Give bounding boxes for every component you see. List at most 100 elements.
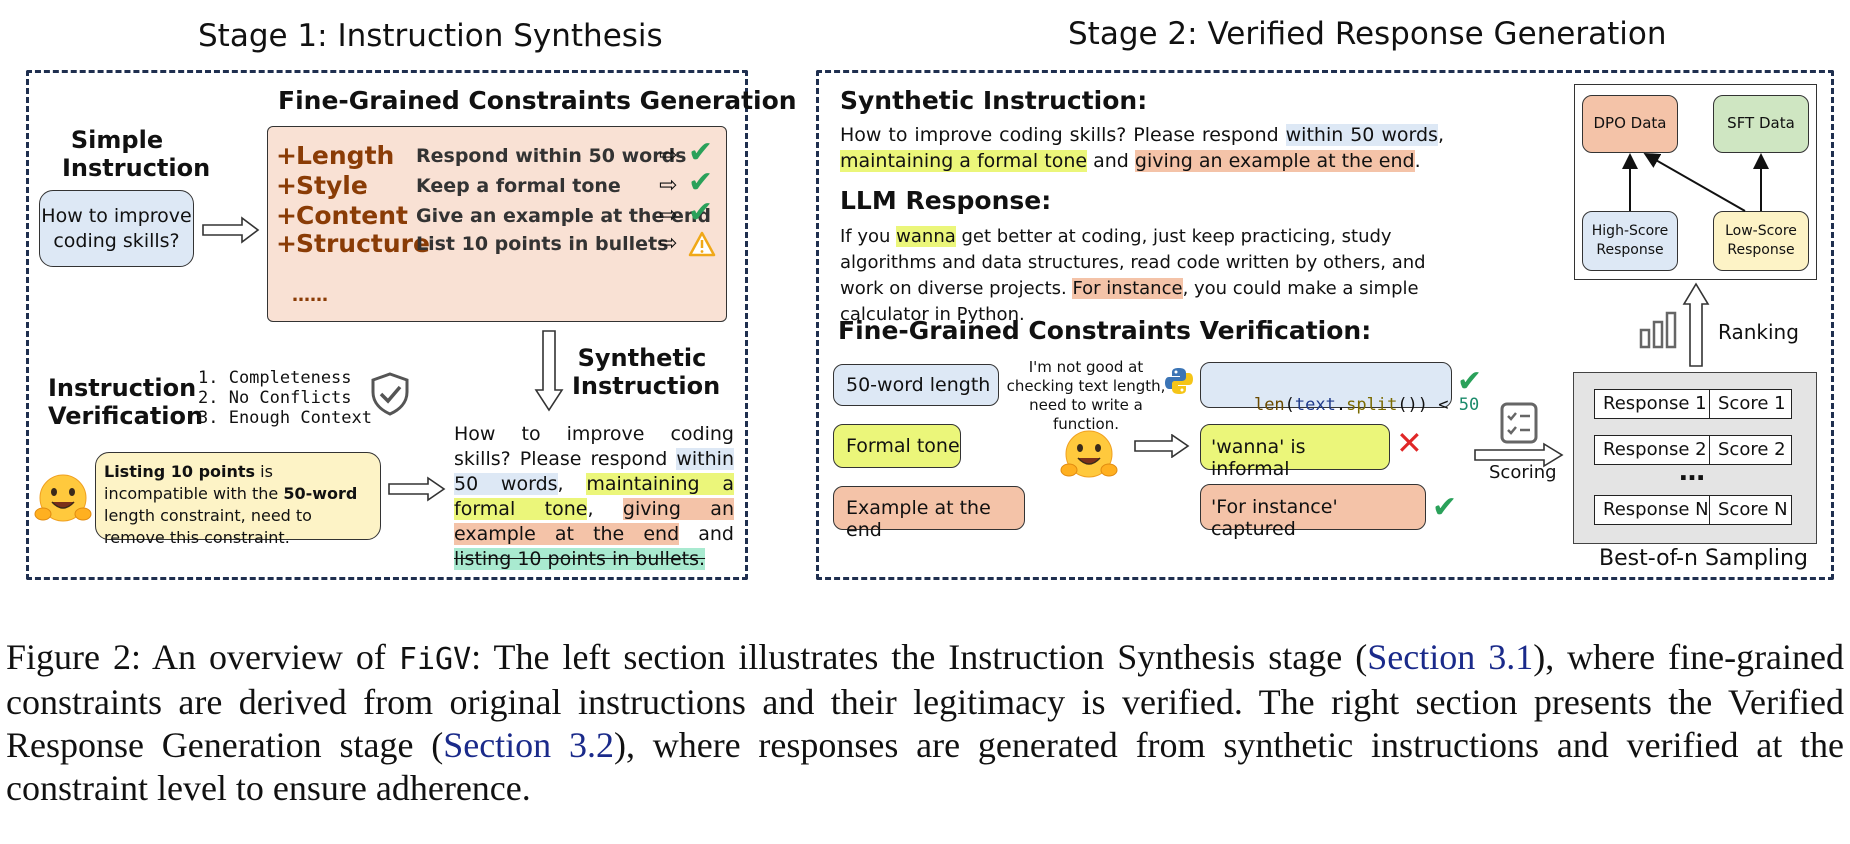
resp-text-1: If you [840, 226, 897, 247]
verification-bubble: Listing 10 points is incompatible with t… [95, 452, 381, 547]
code-fn: len [1253, 395, 1285, 415]
verification-heading: Fine-Grained Constraints Verification: [838, 316, 1372, 345]
constraint-length-label: 50-word length [846, 374, 991, 396]
instruction-verification-label: Instruction Verification [48, 374, 204, 430]
plus-sign: + [276, 171, 297, 200]
cross-icon: ✕ [1396, 424, 1423, 462]
synth-text-2: , [557, 473, 587, 495]
check-icon: ✔ [1457, 364, 1483, 399]
synthetic-instruction-label: Synthetic Instruction [572, 344, 721, 400]
llm-response-heading: LLM Response: [840, 186, 1052, 215]
constraint-desc: Give an example at the end [416, 205, 711, 227]
constraint-desc: Respond within 50 words [416, 145, 687, 167]
high-score-box: High-Score Response [1582, 211, 1678, 271]
right-arrow-icon [1134, 434, 1190, 458]
code-var: text [1294, 395, 1336, 415]
synthetic-instruction-text: How to improve coding skills? Please res… [454, 422, 734, 572]
high-score-label: High-Score Response [1591, 223, 1669, 258]
instr-content: giving an example at the end [1134, 150, 1415, 172]
simple-instruction-box: How to improve coding skills? [39, 190, 194, 267]
result-example-label: 'For instance' captured [1211, 496, 1338, 540]
check-icon: ✔ [688, 195, 714, 230]
bubble-text-2: length constraint, need to remove this c… [104, 506, 312, 547]
data-panel: DPO Data SFT Data High-Score Response Lo… [1574, 84, 1817, 280]
instr-text-1: How to improve coding skills? Please res… [840, 124, 1286, 146]
stage1-panel [26, 70, 748, 580]
synth-text-3: , [587, 498, 623, 520]
synth-structure-removed: listing 10 points in bullets. [454, 548, 706, 570]
code-num: 50 [1458, 395, 1480, 415]
right-arrow-icon [202, 216, 260, 244]
plus-sign: + [276, 201, 297, 230]
llm-thought: I'm not good at checking text length, ne… [1006, 358, 1166, 433]
python-logo-icon [1165, 368, 1193, 394]
plus-sign: + [276, 229, 297, 258]
verification-checklist: 1. Completeness 2. No Conflicts 3. Enoug… [198, 368, 372, 428]
code-check-box: len(text.split()) < 50 [1200, 362, 1479, 415]
low-score-label: Low-Score Response [1725, 223, 1797, 258]
right-arrow-icon [388, 476, 446, 502]
instr-text-3: and [1087, 150, 1135, 172]
ranking-label: Ranking [1718, 320, 1799, 344]
synthetic-instruction-heading: Synthetic Instruction: [840, 86, 1148, 115]
constraint-row-content: +Content Give an example at the end⇨ ✔ [276, 195, 766, 235]
synth-text-4: and [679, 523, 734, 545]
more-constraints: …… [292, 285, 328, 306]
up-arrow-icon [1682, 282, 1710, 367]
response-name-1: Response 1 [1594, 389, 1711, 419]
resp-text-3: , you could make a simple calculator in … [840, 278, 1419, 325]
dpo-data-label: DPO Data [1593, 114, 1667, 132]
response-row-2: Response 2 Score 2 [1594, 435, 1792, 467]
bubble-text-1: is incompatible with the [104, 462, 284, 503]
code-p3: ()) < [1397, 395, 1459, 415]
stage2-title: Stage 2: Verified Response Generation [1068, 16, 1667, 52]
right-arrow-icon: ⇨ [659, 173, 678, 198]
instr-text-2: , [1437, 124, 1444, 146]
constraint-example-label: Example at the end [846, 497, 991, 541]
response-row-n: Response N Score N [1594, 495, 1792, 527]
result-informal-label: 'wanna' is informal [1211, 436, 1306, 480]
llm-response: If you wanna get better at coding, just … [840, 224, 1456, 328]
code-method: split [1346, 395, 1398, 415]
data-flow-arrows [1622, 153, 1769, 212]
instr-style: maintaining a formal tone [840, 150, 1088, 172]
bubble-bold-2: 50-word [283, 484, 358, 503]
constraint-name: Style [296, 171, 368, 200]
caption-prefix: Figure 2: An overview of [6, 637, 399, 677]
right-arrow-icon: ⇨ [659, 143, 678, 168]
right-arrow-icon: ⇨ [659, 203, 678, 228]
best-of-n-label: Best-of-n Sampling [1599, 546, 1808, 571]
hugging-face-icon [34, 474, 92, 522]
caption-link-section-3-1[interactable]: Section 3.1 [1367, 637, 1534, 677]
response-row-1: Response 1 Score 1 [1594, 389, 1792, 421]
code-p2: . [1335, 395, 1347, 415]
plus-sign: + [276, 141, 297, 170]
check-icon: ✔ [1432, 490, 1458, 525]
simple-instruction-label: Simple Instruction [62, 126, 211, 182]
constraint-tone-label: Formal tone [846, 435, 960, 457]
best-of-n-panel: Response 1 Score 1 Response 2 Score 2 … … [1573, 372, 1817, 544]
down-arrow-icon [534, 330, 564, 412]
fine-grained-title: Fine-Grained Constraints Generation [278, 86, 797, 115]
constraint-name: Structure [296, 229, 430, 258]
constraint-desc: Keep a formal tone [416, 175, 621, 197]
bubble-bold-1: Listing 10 points [104, 462, 256, 481]
response-score-2: Score 2 [1709, 435, 1792, 465]
synth-text-1: How to improve coding skills? Please res… [454, 423, 734, 470]
sft-data-box: SFT Data [1713, 95, 1809, 153]
scoring-label: Scoring [1489, 462, 1557, 483]
caption-link-section-3-2[interactable]: Section 3.2 [443, 725, 614, 765]
resp-example-phrase: For instance [1072, 278, 1183, 299]
figure-caption: Figure 2: An overview of FiGV: The left … [6, 636, 1844, 810]
low-score-box: Low-Score Response [1713, 211, 1809, 271]
result-informal-box: 'wanna' is informal [1200, 424, 1390, 480]
constraint-name: Content [296, 201, 408, 230]
constraint-example-box: Example at the end [833, 486, 1025, 541]
hugging-face-icon [1060, 430, 1118, 478]
shield-check-icon [371, 372, 409, 416]
check-completeness: 1. Completeness [198, 368, 352, 388]
